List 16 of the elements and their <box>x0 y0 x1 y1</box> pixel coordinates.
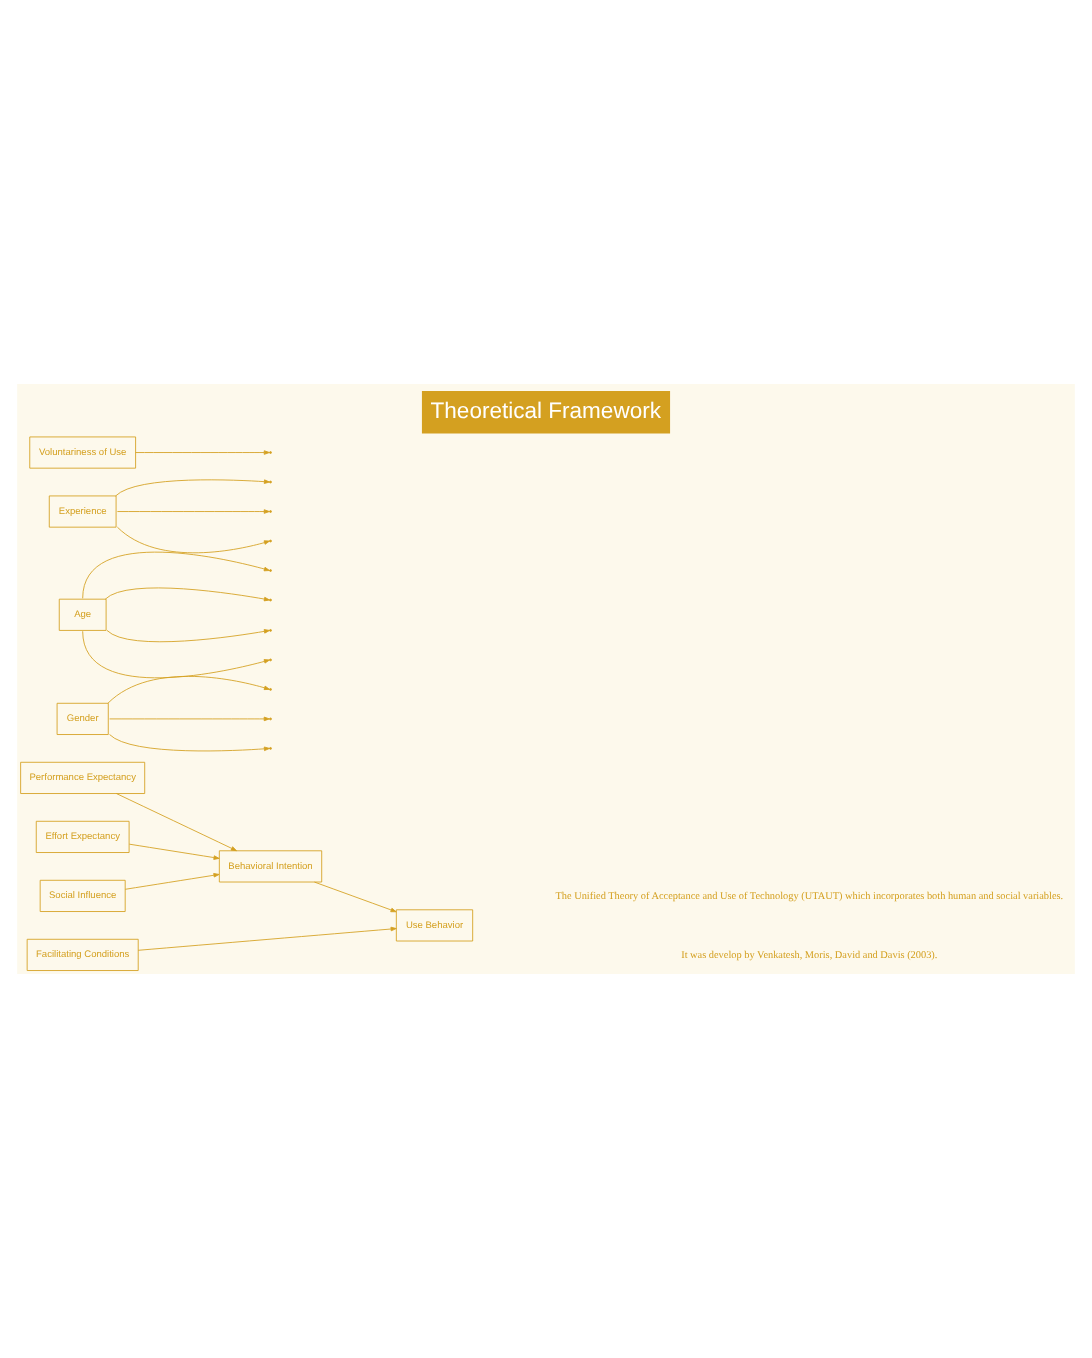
arrow <box>115 793 237 852</box>
arrow <box>104 587 270 602</box>
arrow <box>109 716 270 722</box>
arrow <box>116 526 270 554</box>
arrow <box>115 479 270 497</box>
arrow <box>116 509 270 514</box>
arrow <box>314 881 397 913</box>
arrow <box>106 629 270 643</box>
diagram-title: Theoretical Framework <box>430 400 662 425</box>
arrow <box>107 676 270 704</box>
arrow <box>109 734 270 752</box>
arrow <box>124 873 220 890</box>
arrow <box>137 926 397 951</box>
arrow <box>128 843 220 860</box>
arrow <box>82 551 270 599</box>
arrow <box>135 450 270 455</box>
